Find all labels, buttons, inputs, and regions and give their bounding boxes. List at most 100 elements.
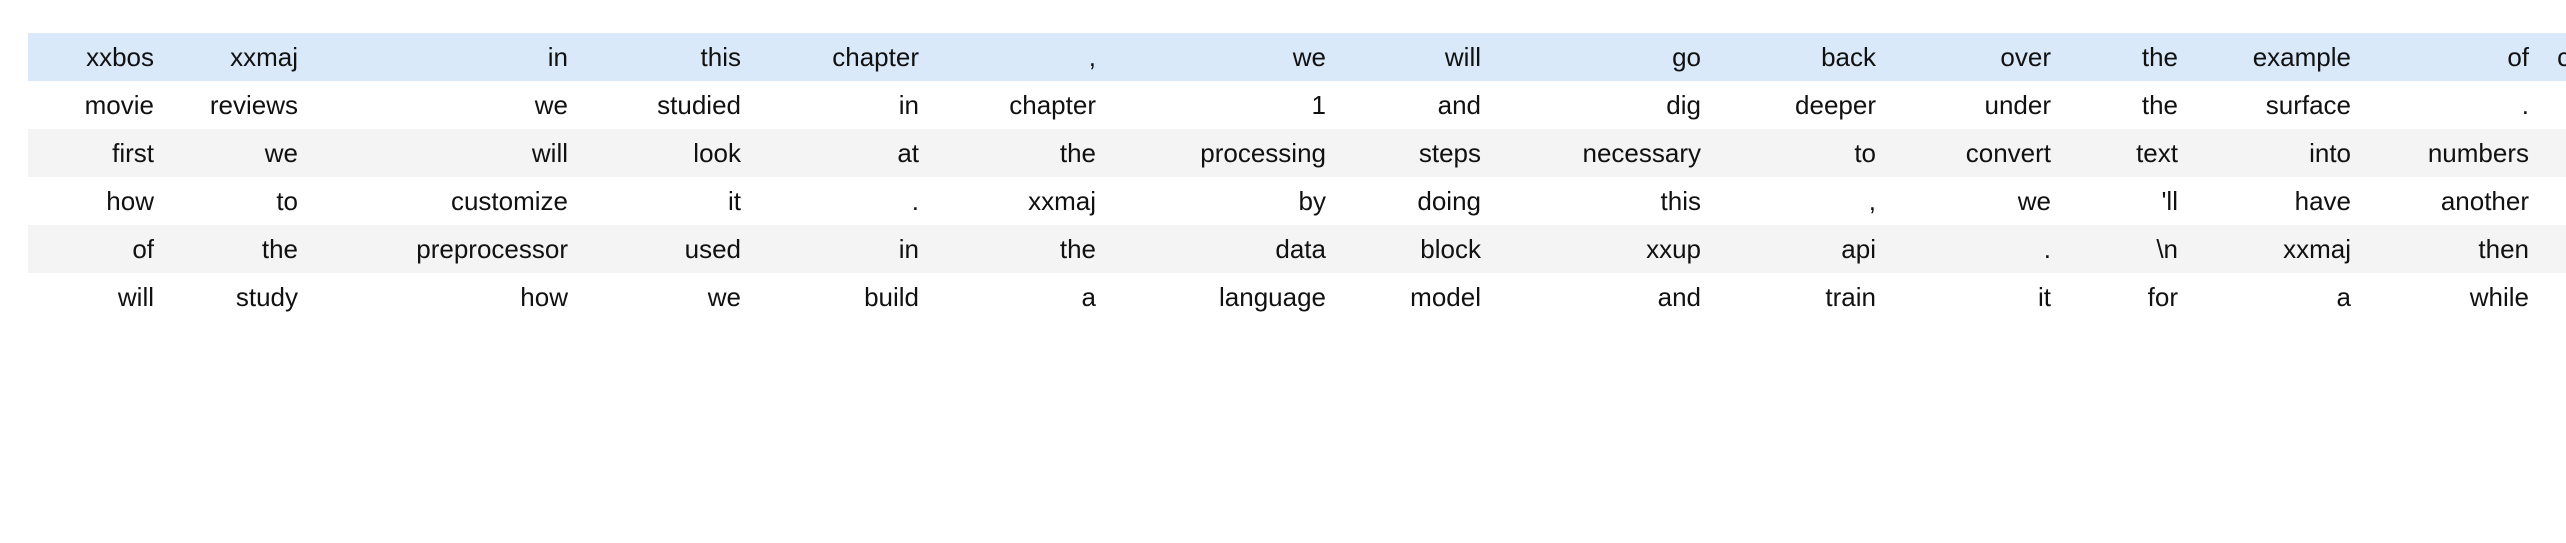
cell-r5c1: study <box>235 282 298 312</box>
cell-r4c12: xxmaj <box>2283 234 2351 264</box>
cell-r5c11: for <box>2147 282 2178 312</box>
cell-r3c2: customize <box>450 186 568 216</box>
cell-r1c6: 1 <box>1311 90 1326 120</box>
table-row: will study how we build a language model… <box>28 273 2566 321</box>
header-cell-14: classifying <box>2557 42 2566 72</box>
cell-r3c13: another <box>2440 186 2529 216</box>
cell-r2c11: text <box>2136 138 2178 168</box>
cell-r4c10: . <box>2043 234 2051 264</box>
cell-r3c0: how <box>106 186 154 216</box>
cell-r2c10: convert <box>1965 138 2051 168</box>
cell-r5c6: language <box>1219 282 1326 312</box>
cell-r2c9: to <box>1854 138 1876 168</box>
table-row: of the preprocessor used in the data blo… <box>28 225 2566 273</box>
cell-r2c13: numbers <box>2427 138 2529 168</box>
cell-r2c12: into <box>2309 138 2351 168</box>
cell-r5c0: will <box>117 282 154 312</box>
cell-r1c3: studied <box>657 90 741 120</box>
header-cell-11: the <box>2141 42 2178 72</box>
cell-r5c2: how <box>520 282 568 312</box>
cell-r2c3: look <box>693 138 741 168</box>
cell-r4c13: then <box>2478 234 2529 264</box>
cell-r3c9: , <box>1868 186 1876 216</box>
cell-r1c0: movie <box>84 90 154 120</box>
cell-r2c7: steps <box>1418 138 1481 168</box>
cell-r3c11: 'll <box>2161 186 2178 216</box>
cell-r2c6: processing <box>1200 138 1326 168</box>
cell-r2c2: will <box>531 138 568 168</box>
cell-r1c14: xxmaj <box>2539 81 2566 129</box>
cell-r3c12: have <box>2294 186 2351 216</box>
table-row: how to customize it . xxmaj by doing thi… <box>28 177 2566 225</box>
cell-r5c9: train <box>1825 282 1876 312</box>
cell-r5c5: a <box>1081 282 1096 312</box>
cell-r3c1: to <box>276 186 298 216</box>
header-cell-6: we <box>1292 42 1326 72</box>
cell-r5c13: while <box>2469 282 2529 312</box>
cell-r1c12: surface <box>2265 90 2351 120</box>
cell-r4c7: block <box>1420 234 1481 264</box>
cell-r2c8: necessary <box>1582 138 1702 168</box>
cell-r3c6: by <box>1298 186 1326 216</box>
token-table-container: xxbos xxmaj in this chapter , we will go… <box>28 33 2566 321</box>
cell-r4c3: used <box>684 234 741 264</box>
cell-r4c6: data <box>1275 234 1326 264</box>
cell-r4c9: api <box>1841 234 1876 264</box>
cell-r3c14: example <box>2539 177 2566 225</box>
cell-r5c14: . <box>2539 273 2566 321</box>
header-cell-9: back <box>1821 42 1876 72</box>
cell-r2c0: first <box>112 138 154 168</box>
table-header: xxbos xxmaj in this chapter , we will go… <box>28 33 2566 81</box>
cell-r2c14: and <box>2539 129 2566 177</box>
cell-r4c5: the <box>1059 234 1096 264</box>
table-body: movie reviews we studied in chapter 1 an… <box>28 81 2566 321</box>
cell-r3c3: it <box>728 186 741 216</box>
cell-r1c5: chapter <box>1009 90 1096 120</box>
header-cell-8: go <box>1672 42 1701 72</box>
cell-r1c10: under <box>1984 90 2052 120</box>
cell-r5c10: it <box>2038 282 2051 312</box>
cell-r3c5: xxmaj <box>1028 186 1096 216</box>
header-cell-10: over <box>2000 42 2051 72</box>
cell-r5c4: build <box>864 282 919 312</box>
table-row: first we will look at the processing ste… <box>28 129 2566 177</box>
cell-r3c7: doing <box>1417 186 1481 216</box>
cell-r1c9: deeper <box>1795 90 1876 120</box>
cell-r4c1: the <box>261 234 298 264</box>
cell-r1c1: reviews <box>209 90 298 120</box>
cell-r5c8: and <box>1657 282 1701 312</box>
cell-r3c4: . <box>911 186 919 216</box>
cell-r4c2: preprocessor <box>416 234 568 264</box>
header-cell-7: will <box>1444 42 1481 72</box>
cell-r5c3: we <box>707 282 741 312</box>
cell-r5c12: a <box>2336 282 2351 312</box>
cell-r1c8: dig <box>1666 90 1701 120</box>
cell-r2c4: at <box>897 138 919 168</box>
cell-r1c13: . <box>2521 90 2529 120</box>
header-cell-1: xxmaj <box>230 42 298 72</box>
cell-r3c8: this <box>1660 186 1701 216</box>
header-cell-13: of <box>2507 42 2529 72</box>
table-row: movie reviews we studied in chapter 1 an… <box>28 81 2566 129</box>
cell-r1c7: and <box>1437 90 1481 120</box>
cell-r5c7: model <box>1410 282 1481 312</box>
cell-r4c0: of <box>132 234 154 264</box>
header-cell-12: example <box>2252 42 2351 72</box>
cell-r3c10: we <box>2017 186 2051 216</box>
tokenized-text-batch-table: xxbos xxmaj in this chapter , we will go… <box>28 33 2566 321</box>
cell-r1c4: in <box>898 90 919 120</box>
cell-r4c4: in <box>898 234 919 264</box>
header-cell-4: chapter <box>832 42 919 72</box>
cell-r2c1: we <box>264 138 298 168</box>
cell-r4c14: we <box>2539 225 2566 273</box>
table-header-row: xxbos xxmaj in this chapter , we will go… <box>28 33 2566 81</box>
header-cell-2: in <box>547 42 568 72</box>
cell-r4c8: xxup <box>1646 234 1701 264</box>
cell-r1c11: the <box>2141 90 2178 120</box>
cell-r2c5: the <box>1059 138 1096 168</box>
header-cell-0: xxbos <box>86 42 154 72</box>
cell-r4c11: \n <box>2156 234 2178 264</box>
cell-r1c2: we <box>534 90 568 120</box>
header-cell-3: this <box>700 42 741 72</box>
header-cell-5: , <box>1088 42 1096 72</box>
